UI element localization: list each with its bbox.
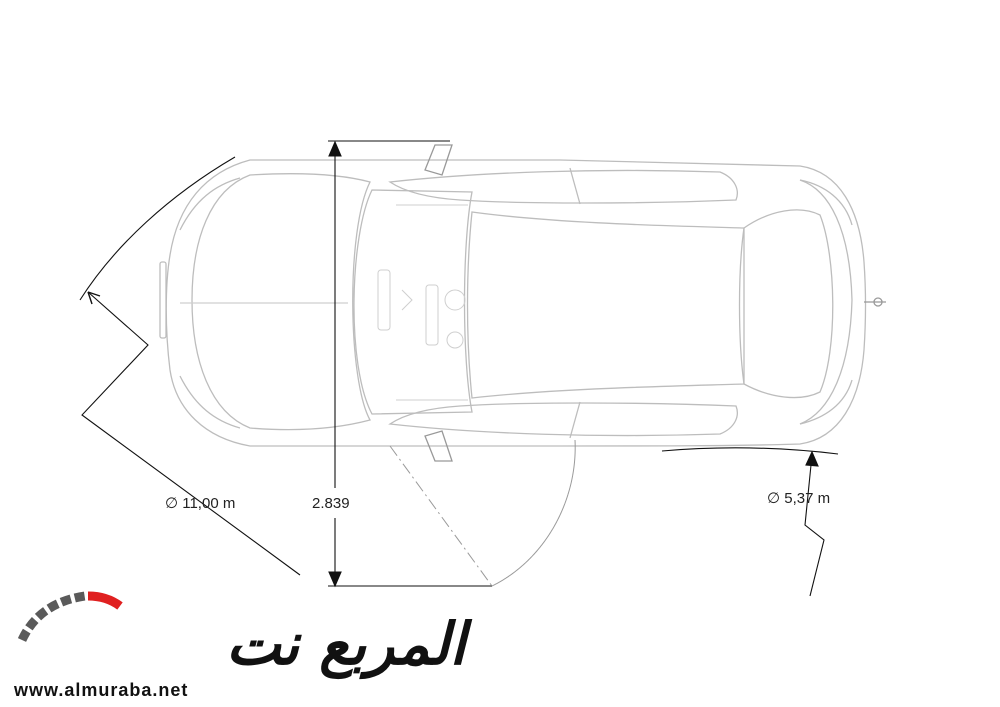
upper-mirror — [424, 144, 453, 176]
website-url: www.almuraba.net — [13, 680, 188, 700]
lower-door-divider — [569, 401, 581, 439]
car-roof — [466, 211, 745, 399]
dashboard-details — [377, 204, 468, 401]
door-clearance-arrow-bottom — [328, 571, 342, 588]
kerb-turning-circle-dimension — [661, 447, 839, 597]
car-rear-bumper — [799, 179, 853, 425]
kerb-turning-circle-label: ∅ 5,37 m — [767, 490, 830, 507]
door-swing-edge — [389, 445, 493, 587]
logo-text: المربع نت — [226, 610, 473, 680]
upper-side-windows — [388, 169, 738, 204]
front-light-lower — [179, 375, 241, 429]
car-body-outline — [165, 159, 867, 447]
tow-hook-end — [873, 297, 883, 307]
door-clearance-dimension — [328, 140, 492, 588]
logo-arc-red — [87, 591, 123, 610]
logo-arc-grey — [17, 591, 86, 643]
lower-side-windows — [388, 402, 738, 437]
car-hood — [191, 173, 371, 431]
door-clearance-label: 2.839 — [312, 495, 350, 512]
car-rear-light-top — [799, 179, 853, 226]
wall-turning-circle-dimension — [79, 156, 301, 576]
wall-turning-arrow — [87, 291, 101, 305]
kerb-turning-arc — [661, 447, 839, 455]
almuraba-logo: المربع نت — [17, 591, 473, 680]
lower-mirror — [424, 430, 453, 462]
kerb-turning-leader — [804, 454, 825, 597]
upper-door-divider — [569, 167, 581, 205]
kerb-turning-arrow — [805, 450, 819, 467]
front-grille — [159, 261, 167, 339]
front-light-upper — [179, 177, 241, 231]
car-rear-window — [743, 209, 834, 399]
door-clearance-arrow-top — [328, 140, 342, 157]
wall-turning-leader — [81, 291, 301, 576]
car-top-view — [159, 144, 886, 462]
door-swing — [389, 439, 576, 587]
wall-turning-circle-label: ∅ 11,00 m — [165, 495, 235, 512]
door-swing-arc — [491, 439, 576, 587]
car-rear-light-bottom — [799, 379, 853, 425]
car-windscreen — [353, 189, 473, 415]
wall-turning-arc — [79, 156, 236, 301]
